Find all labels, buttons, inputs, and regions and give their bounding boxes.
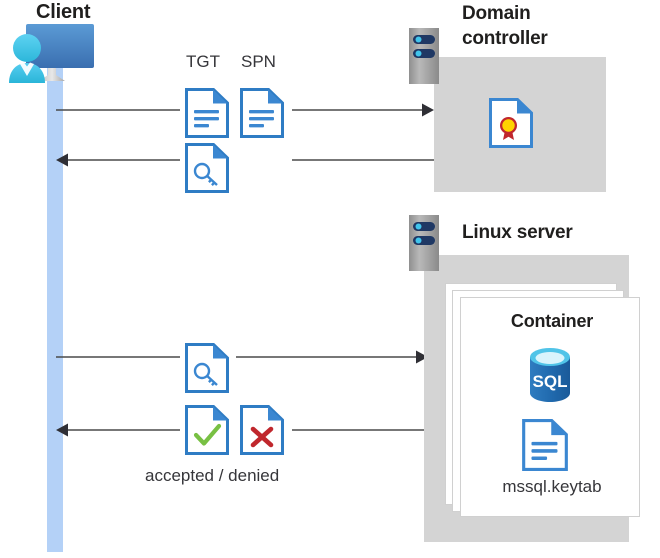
domain-controller-label-line1: Domain xyxy=(462,3,531,24)
domain-controller-label: Domain controller xyxy=(462,1,652,51)
spn-document-icon xyxy=(240,88,284,138)
accepted-document-check-icon xyxy=(185,405,229,455)
arrow-linux-server-to-client xyxy=(56,418,428,447)
sql-database-label: SQL xyxy=(533,372,568,391)
linux-server-label: Linux server xyxy=(462,222,573,243)
certificate-icon xyxy=(489,98,533,148)
keytab-filename-label: mssql.keytab xyxy=(502,477,602,496)
service-ticket-key-document-icon xyxy=(185,143,229,193)
sql-database-icon: SQL xyxy=(524,347,576,403)
denied-document-cross-icon xyxy=(240,405,284,455)
domain-controller-label-line2: controller xyxy=(462,28,548,49)
spn-label: SPN xyxy=(241,52,276,71)
container-label: Container xyxy=(510,311,594,331)
accepted-denied-caption: accepted / denied xyxy=(145,466,280,485)
client-workstation-user-icon xyxy=(6,22,102,84)
arrow-client-to-domain-controller xyxy=(56,98,434,127)
service-ticket-key-document-icon xyxy=(185,343,229,393)
linux-server-rack-icon xyxy=(409,215,439,271)
keytab-document-icon xyxy=(522,419,568,471)
container-card-front xyxy=(460,297,640,517)
arrow-domain-controller-to-client xyxy=(56,148,434,177)
client-lifeline xyxy=(47,62,63,552)
tgt-document-icon xyxy=(185,88,229,138)
tgt-label: TGT xyxy=(186,52,220,71)
domain-controller-server-rack-icon xyxy=(409,28,439,84)
arrow-client-to-linux-server xyxy=(56,345,428,374)
client-label: Client xyxy=(36,1,91,23)
